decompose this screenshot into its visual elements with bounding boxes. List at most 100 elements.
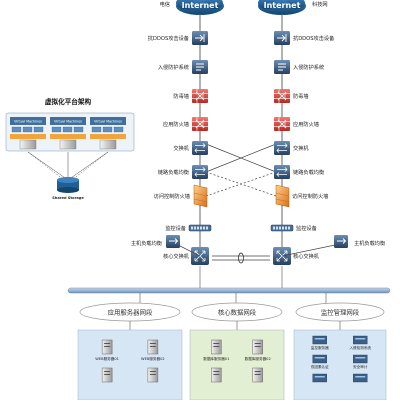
server-item: 双因素认证 [311,354,329,369]
waf-icon [192,117,208,131]
antivirus-firewall-icon [274,89,290,103]
host-load-balancer-icon [334,235,348,248]
server-label: 数据库服务器02 [245,356,271,361]
device-label: 抗DDOS攻击设备 [293,34,335,42]
server-label: 双因素认证 [311,364,329,369]
server-item [252,367,263,383]
device-label: 交换机 [293,144,309,152]
server-item: 数据库服务器02 [245,339,271,361]
host-lb-right: 主机负载均衡 [281,235,385,257]
access-firewall-icon [275,184,290,208]
server-item: 安全审计 [353,354,368,369]
server-icon [19,139,37,150]
antivirus-firewall-icon [192,89,208,103]
server-item: 监控服务器 [311,335,329,350]
server-label: WEB服务器02 [141,356,165,361]
device-label: 链路负载均衡 [293,168,324,176]
server-item: 入侵检测系统 [349,335,371,350]
device-label: 监控设备 [296,224,318,232]
server-label: 数据库服务器01 [203,356,229,361]
access-firewall-icon [193,184,208,208]
host-lb-left: 主机负载均衡 [131,235,201,257]
server-item [312,373,327,383]
device-label: 入侵防护系统 [158,63,189,71]
server-icon [59,139,77,150]
ips-icon [274,60,290,74]
server-label: WEB服务器01 [95,356,119,361]
vm-hosts: Virtual Machines Virtual Machines Virtual … [10,117,126,150]
ddos-icon [274,31,290,45]
device-label: 应用防火墙 [293,120,319,128]
cloud-label: Internet [182,1,219,10]
monitor-device-icon [270,224,294,232]
appliance-icon [312,373,327,383]
host-lb-left-label: 主机负载均衡 [131,239,162,247]
server-item [353,373,368,383]
monitor-device-icon [188,224,212,232]
vm-host: Virtual Machines [90,117,126,150]
device-label: 链路负载均衡 [158,168,189,176]
shared-storage-icon [57,177,79,193]
vm-label: Virtual Machines [54,120,82,124]
appliance-icon [353,373,368,383]
appliance-icon [353,335,368,345]
server-label: 安全审计 [353,364,368,369]
zone-panel [189,329,285,401]
isp-label-telecom: 电信 [160,0,170,8]
device-label: 应用防火墙 [163,120,189,128]
appliance-icon [312,335,327,345]
device-label: 交换机 [173,144,189,152]
link-load-balancer-icon [192,165,208,179]
server-item [101,367,113,383]
device-label: 访问控制防火墙 [154,192,190,200]
shared-storage-label: Shared Storage [52,196,84,200]
ips-icon [192,60,208,74]
virtualization-title: 虚拟化平台架构 [45,97,92,106]
cloud-label: Internet [264,1,301,10]
server-item [147,367,159,383]
server-item: WEB服务器01 [95,339,119,361]
server-item [211,367,222,383]
vm-host: Virtual Machines [50,117,86,150]
ddos-icon [192,31,208,45]
right-security-chain: 抗DDOS攻击设备入侵防护系统防毒墙应用防火墙交换机链路负载均衡访问控制防火墙监… [270,31,335,265]
server-label: 监控服务器 [311,345,329,350]
device-label: 核心交换机 [293,252,320,260]
vm-host: Virtual Machines [10,117,46,150]
storage-links [27,151,109,181]
link-load-balancer-icon [274,165,290,179]
backbone-bus [67,287,391,294]
internet-cloud-left: Internet [176,0,224,15]
vm-label: Virtual Machines [14,120,42,124]
server-item: WEB服务器02 [141,339,165,361]
switch-icon [274,141,290,155]
zone-title: 核心数据网段 [218,308,257,317]
device-label: 入侵防护系统 [293,63,324,71]
waf-icon [274,117,290,131]
zone-panel [293,329,387,401]
zone-title: 监控管理网段 [321,308,360,317]
cross-links [205,143,277,264]
core-to-bus-links [139,266,327,306]
device-label: 监控设备 [165,224,187,232]
device-label: 防毒墙 [293,92,309,100]
isp-label-cstnet: 科技网 [312,0,328,8]
host-lb-right-label: 主机负载均衡 [354,239,385,247]
server-label: 入侵检测系统 [349,345,371,350]
zone-panel [77,329,183,401]
device-label: 访问控制防火墙 [292,192,328,200]
server-icon [99,139,117,150]
device-label: 核心交换机 [163,252,190,260]
left-security-chain: 抗DDOS攻击设备入侵防护系统防毒墙应用防火墙交换机链路负载均衡访问控制防火墙监… [148,31,212,265]
host-load-balancer-icon [166,235,180,248]
vm-label: Virtual Machines [94,120,122,124]
device-label: 防毒墙 [173,92,189,100]
switch-icon [192,141,208,155]
device-label: 抗DDOS攻击设备 [148,34,190,42]
